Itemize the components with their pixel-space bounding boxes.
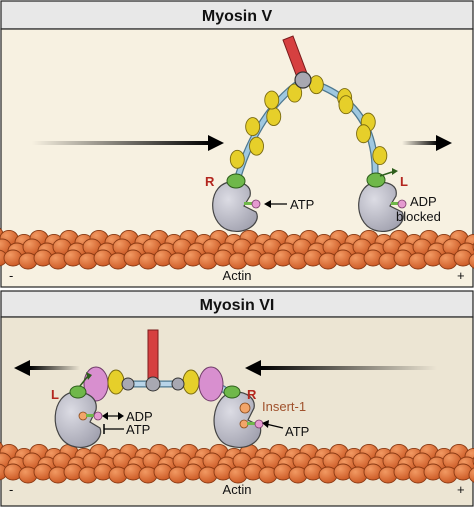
motion-arrows [32,135,452,151]
adp-label: ADP [410,194,437,209]
panel-title: Myosin VI [200,297,275,314]
actin-label: Actin [223,268,252,283]
actin-label: Actin [223,482,252,497]
nucleotide-trailing [251,199,261,209]
motion-arrow-left [32,141,210,145]
motor-head-lead-l [54,391,102,448]
nucleotide-leading [397,199,407,209]
head-label-l: L [400,174,408,189]
atp-label: ATP [290,197,314,212]
converter-domain-left [69,385,87,399]
motor-head-trailing [212,181,258,232]
atp-label-left: ATP [126,422,150,437]
minus-end-label: - [9,268,13,283]
actin-subunit [468,253,474,269]
insert2-calmodulin-right [198,366,224,402]
lever-joint [121,377,135,391]
lever-joint [171,377,185,391]
head-label-r: R [247,387,257,402]
insert1-label: Insert-1 [262,399,306,414]
head-label-r: R [205,174,215,189]
actin-filament [0,227,474,270]
calmodulin-bead [287,83,303,103]
calmodulin-light-chains [229,75,388,169]
calmodulin-left [107,369,125,395]
actin-filament [0,441,474,484]
converter-bend-arrowhead [86,372,92,380]
nucleotide-phosphate-left [86,414,96,417]
calmodulin-bead [338,95,354,115]
motion-arrowhead-right [245,360,261,376]
calmodulin-bead [249,136,264,156]
actin-subunit [468,467,474,483]
panel-myosin-vi: Myosin VI [0,290,474,507]
atp-pointer-head [264,200,271,208]
myosin-vi-tail [147,329,159,383]
converter-bend-arrow [379,171,393,177]
nucleotide-phosphate-leading [391,202,401,205]
calmodulin-bead [356,124,372,144]
plus-end-label: + [457,482,465,497]
converter-domain-right [223,385,241,399]
panel-title-bar [0,0,474,30]
nucleotide-adp-left [93,411,103,421]
converter-bend-arrowhead [392,168,398,175]
atp-pointer-line [265,423,284,429]
lever-junction [145,376,161,392]
nucleotide-right [239,419,249,429]
atp-pointer-head [262,420,269,428]
converter-domain-trailing [226,173,246,189]
panel-myosin-v: Myosin V R [0,0,474,288]
motion-arrowhead-left [208,135,224,151]
nucleotide-phosphate-right [247,422,257,425]
motion-arrow-left [30,366,80,370]
calmodulin-bead [229,149,245,169]
atp-label-right: ATP [285,424,309,439]
minus-end-label: - [9,482,13,497]
motor-head-leading [358,181,404,232]
motion-arrow-right [402,141,438,145]
adp-arrowhead-right [118,412,124,420]
blocked-label: blocked [396,209,441,224]
motion-arrowhead-right [436,135,452,151]
panel-title: Myosin V [202,8,273,25]
nucleotide-phosphate-trailing [244,202,254,205]
plus-end-label: + [457,268,465,283]
nucleotide-left [78,411,88,421]
calmodulin-bead [372,146,388,166]
head-label-l: L [51,387,59,402]
calmodulin-bead [245,117,261,137]
motion-arrowhead-left [14,360,30,376]
motion-arrow-right [261,366,437,370]
calmodulin-right [182,369,200,395]
converter-bend-arrow [79,375,89,387]
nucleotide-atp-right [254,419,264,429]
adp-arrowhead-left [102,412,108,420]
lever-junction [294,71,312,89]
calmodulin-bead [266,107,282,127]
insert1-domain [239,402,251,414]
motion-arrows [14,360,437,376]
calmodulin-bead [264,90,280,110]
adp-label: ADP [126,409,153,424]
